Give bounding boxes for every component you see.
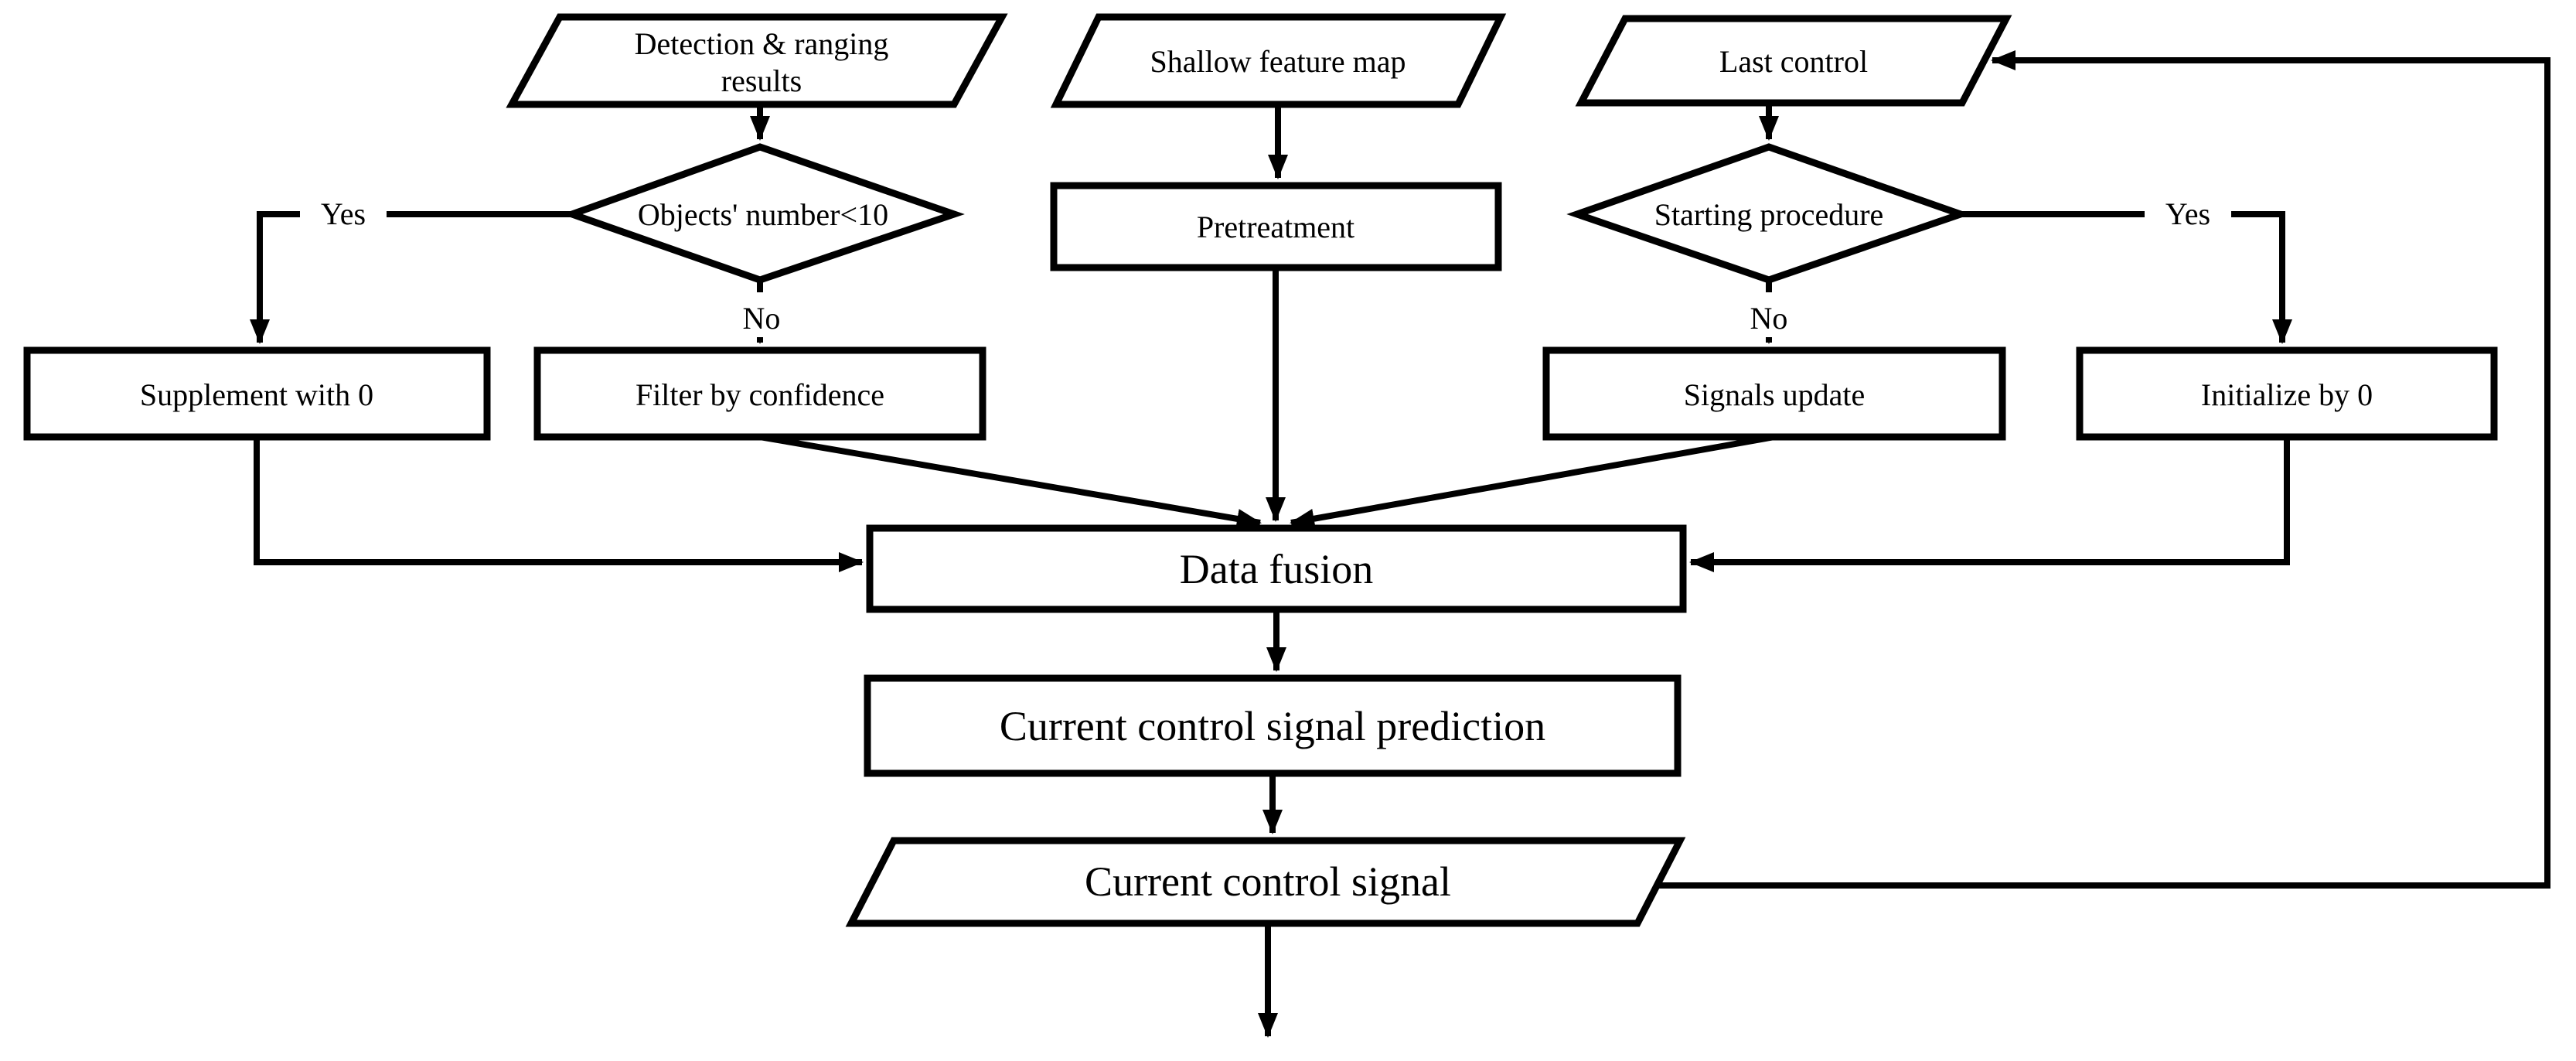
node-shallow-feature-map-label: Shallow feature map	[1150, 44, 1406, 79]
node-data-fusion-label: Data fusion	[1180, 546, 1373, 592]
node-prediction-label: Current control signal prediction	[1000, 703, 1545, 749]
no-right-label: No	[1750, 301, 1788, 336]
node-starting-procedure-label: Starting procedure	[1654, 197, 1884, 232]
node-last-control-shape	[1575, 15, 2012, 107]
node-initialize-label: Initialize by 0	[2201, 377, 2373, 412]
node-initialize-shape	[2076, 346, 2498, 441]
node-current-signal-label: Current control signal	[1085, 858, 1451, 905]
node-objects-number-shape	[561, 143, 965, 284]
yes-left-label: Yes	[321, 196, 366, 231]
node-pretreatment-label: Pretreatment	[1197, 210, 1354, 244]
node-last-control-label: Last control	[1719, 44, 1868, 79]
edge-starting-procedure-yes-to-initialize	[1961, 211, 2292, 344]
node-detection-label-line1: Detection & ranging	[635, 26, 889, 61]
node-supplement-shape	[23, 346, 491, 441]
node-signals-update-shape	[1542, 346, 2006, 441]
node-starting-procedure-shape	[1566, 143, 1971, 284]
edge-signals-update-to-data-fusion	[1290, 434, 1775, 529]
node-current-signal-shape	[845, 837, 1686, 927]
node-filter-confidence-shape	[533, 346, 986, 441]
node-detection-shape	[506, 13, 1008, 108]
no-right-label-bg	[1738, 292, 1800, 337]
node-filter-confidence-label: Filter by confidence	[635, 377, 884, 412]
no-left-label-bg	[731, 292, 792, 337]
yes-left-label-bg	[300, 188, 387, 236]
node-shallow-feature-map-shape	[1050, 13, 1507, 108]
edge-feedback-current-signal-to-last-control	[1657, 50, 2550, 889]
node-pretreatment-shape	[1050, 182, 1502, 271]
no-left-label: No	[743, 301, 781, 336]
edge-initialize-to-data-fusion	[1689, 437, 2290, 572]
node-objects-number-label: Objects' number<10	[638, 197, 888, 232]
node-prediction-shape	[864, 674, 1682, 777]
node-data-fusion-shape	[866, 524, 1687, 613]
edge-objects-number-yes-to-supplement	[250, 211, 572, 344]
edge-filter-to-data-fusion	[759, 434, 1262, 529]
node-detection-label-line2: results	[721, 63, 802, 98]
yes-right-label-bg	[2145, 188, 2231, 236]
yes-right-label: Yes	[2165, 196, 2210, 231]
edge-supplement-to-data-fusion	[254, 437, 864, 572]
node-supplement-label: Supplement with 0	[140, 377, 373, 412]
node-signals-update-label: Signals update	[1684, 377, 1865, 412]
